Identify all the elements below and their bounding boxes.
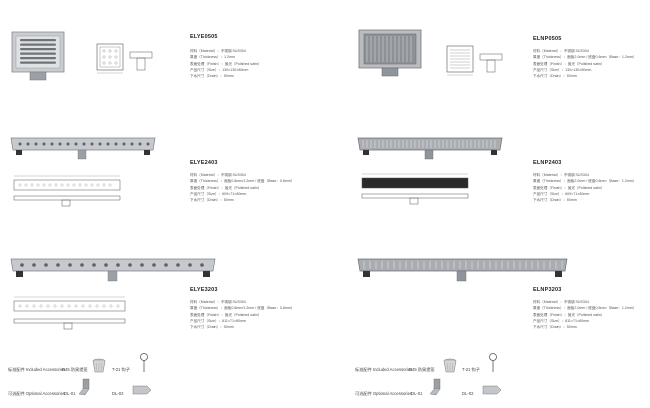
optional-accessories-label: 可选配件 Optional Accessories	[355, 391, 413, 396]
spec-thickness: 厚度（Thickness）：面板0.8mm/1.2mm / 底盘（Base：0.…	[190, 179, 295, 184]
spec-material: 材料（Material）：不锈钢 SUS304	[190, 49, 246, 53]
product-code: ELYE2403	[190, 160, 218, 166]
drawing-linear-perforated	[13, 175, 121, 207]
dl01-label: DL-01	[411, 391, 423, 396]
spec-material: 材料（Material）：不锈钢 SUS304	[533, 173, 589, 177]
product-photo-linear-perforated	[10, 137, 156, 160]
product-photo-linear-perforated-long	[10, 258, 216, 282]
product-photo-square-slotted	[358, 29, 422, 77]
spec-drain: 下水尺寸（Drain）：50mm	[533, 198, 577, 203]
strainer-basket-icon	[443, 358, 457, 373]
included-accessory-item: D45 防臭提笼	[409, 367, 435, 372]
spec-size: 产品尺寸（Size）：811×71×80mm	[190, 318, 247, 323]
spec-drain: 下水尺寸（Drain）：50mm	[190, 198, 234, 203]
spec-list: 材料（Material）：不锈钢 SUS304 厚度（Thickness）：1.…	[190, 48, 262, 79]
product-code: ELNP2403	[533, 160, 562, 166]
optional-accessories-label: 可选配件 Optional Accessories	[8, 391, 66, 396]
spec-finish: 表面处理（Finish）：抛光（Polished satin）	[533, 185, 605, 190]
spec-size: 产品尺寸（Size）：609×71×80mm	[190, 191, 247, 196]
spec-size: 产品尺寸（Size）：811×71×80mm	[533, 318, 590, 323]
spec-drain: 下水尺寸（Drain）：50mm	[533, 74, 577, 79]
drawing-square-slotted-side-view	[479, 53, 503, 73]
spec-finish: 表面处理（Finish）：抛光（Polished satin）	[533, 312, 605, 317]
spec-finish: 表面处理（Finish）：抛光（Polished satin）	[190, 61, 262, 66]
drawing-linear-slotted	[361, 173, 469, 205]
hook-icon	[489, 353, 497, 372]
spec-thickness: 厚度（Thickness）：面板0.8mm/1.2mm / 底盘（Base：0.…	[190, 306, 295, 311]
spec-size: 产品尺寸（Size）：130×130×80mm	[533, 67, 592, 72]
spec-thickness: 厚度（Thickness）：面板2.0mm / 底盘0.8mm（Base：1.2…	[533, 306, 637, 311]
spec-material: 材料（Material）：不锈钢 SUS304	[190, 300, 246, 304]
drawing-square-slotted-top-view	[446, 45, 474, 76]
product-photo-linear-slotted	[357, 137, 503, 160]
drain-outlet-dl02-icon	[482, 385, 502, 395]
product-code: ELNP0505	[533, 36, 562, 42]
drawing-linear-perforated-long	[13, 296, 126, 330]
product-code: ELYE3203	[190, 287, 218, 293]
spec-material: 材料（Material）：不锈钢 SUS304	[533, 300, 589, 304]
spec-finish: 表面处理（Finish）：抛光（Polished satin）	[190, 185, 262, 190]
spec-list: 材料（Material）：不锈钢 SUS304 厚度（Thickness）：面板…	[533, 299, 636, 330]
spec-list: 材料（Material）：不锈钢 SUS304 厚度（Thickness）：面板…	[533, 172, 636, 203]
drain-outlet-dl02-icon	[132, 385, 152, 395]
product-code: ELNP3203	[533, 287, 562, 293]
spec-list: 材料（Material）：不锈钢 SUS304 厚度（Thickness）：面板…	[190, 299, 294, 330]
spec-material: 材料（Material）：不锈钢 SUS304	[190, 173, 246, 177]
dl02-label: DL-02	[112, 391, 124, 396]
t21-hook-label: T-21 钩子	[462, 367, 480, 372]
spec-drain: 下水尺寸（Drain）：50mm	[190, 325, 234, 330]
dl01-label: DL-01	[64, 391, 76, 396]
dl02-label: DL-02	[462, 391, 474, 396]
spec-finish: 表面处理（Finish）：抛光（Polished satin）	[533, 61, 605, 66]
included-accessories-label: 标准配件 Included Accessories	[355, 367, 413, 372]
drawing-square-side-view	[129, 51, 153, 71]
drawing-square-top-view	[96, 43, 124, 74]
included-accessory-item: D45 防臭提笼	[62, 367, 88, 372]
spec-size: 产品尺寸（Size）：609×71×80mm	[533, 191, 590, 196]
spec-thickness: 厚度（Thickness）：面板2.0mm / 底盘0.8mm（Base：1.2…	[533, 179, 637, 184]
product-photo-linear-slotted-long	[357, 258, 568, 282]
t21-hook-label: T-21 钩子	[112, 367, 130, 372]
spec-thickness: 厚度（Thickness）：面板2.0mm / 底盘0.8mm（Base：1.2…	[533, 55, 637, 60]
included-accessories-label: 标准配件 Included Accessories	[8, 367, 66, 372]
spec-material: 材料（Material）：不锈钢 SUS304	[533, 49, 589, 53]
strainer-basket-icon	[92, 358, 106, 373]
spec-list: 材料（Material）：不锈钢 SUS304 厚度（Thickness）：面板…	[533, 48, 636, 79]
drain-outlet-dl01-icon	[429, 378, 441, 396]
hook-icon	[140, 353, 148, 372]
spec-finish: 表面处理（Finish）：抛光（Polished satin）	[190, 312, 262, 317]
spec-drain: 下水尺寸（Drain）：50mm	[533, 325, 577, 330]
spec-list: 材料（Material）：不锈钢 SUS304 厚度（Thickness）：面板…	[190, 172, 294, 203]
product-photo-square-perforated	[11, 31, 65, 81]
spec-drain: 下水尺寸（Drain）：50mm	[190, 74, 234, 79]
spec-thickness: 厚度（Thickness）：1.2mm	[190, 55, 236, 60]
product-code: ELYE0505	[190, 34, 218, 40]
spec-size: 产品尺寸（Size）：130×130×80mm	[190, 67, 249, 72]
drain-outlet-dl01-icon	[78, 378, 90, 396]
